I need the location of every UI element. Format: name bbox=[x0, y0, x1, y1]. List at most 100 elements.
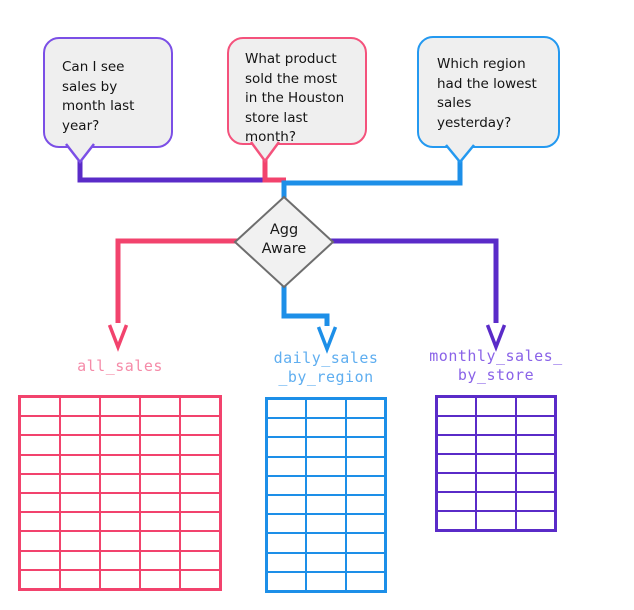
table-cell bbox=[21, 570, 59, 588]
table-all-sales bbox=[18, 395, 222, 591]
table-cell bbox=[101, 570, 139, 588]
table-cell bbox=[438, 398, 476, 415]
table-cell bbox=[181, 436, 219, 454]
table-cell bbox=[268, 438, 306, 456]
table-cell bbox=[268, 457, 306, 475]
table-cell bbox=[307, 495, 345, 514]
table-label-monthly-sales-by-store: monthly_sales_ by_store bbox=[429, 347, 563, 384]
table-cell bbox=[21, 551, 59, 569]
table-cell bbox=[438, 474, 476, 491]
arrowhead-down-pink-icon bbox=[107, 324, 129, 352]
table-cell bbox=[307, 476, 345, 494]
table-cell bbox=[61, 436, 99, 454]
branch-pink bbox=[115, 238, 240, 323]
table-cell bbox=[61, 474, 99, 492]
table-cell bbox=[516, 512, 554, 529]
table-cell bbox=[21, 398, 59, 416]
table-cell bbox=[307, 438, 345, 456]
table-cell bbox=[516, 493, 554, 510]
table-cell bbox=[346, 476, 384, 494]
table-cell bbox=[141, 417, 179, 435]
table-cell bbox=[21, 436, 59, 454]
table-cell bbox=[268, 553, 306, 571]
table-cell bbox=[516, 455, 554, 472]
table-cell bbox=[21, 513, 59, 531]
table-cell bbox=[61, 570, 99, 588]
table-cell bbox=[346, 457, 384, 475]
table-cell bbox=[268, 476, 306, 494]
table-cell bbox=[141, 513, 179, 531]
table-cell bbox=[181, 417, 219, 435]
table-cell bbox=[21, 455, 59, 473]
table-cell bbox=[101, 455, 139, 473]
table-cell bbox=[307, 553, 345, 571]
table-cell bbox=[101, 551, 139, 569]
table-cell bbox=[346, 400, 384, 418]
table-cell bbox=[477, 436, 515, 453]
table-cell bbox=[101, 513, 139, 531]
table-cell bbox=[438, 493, 476, 510]
table-cell bbox=[438, 455, 476, 472]
table-cell bbox=[61, 551, 99, 569]
table-cell bbox=[101, 532, 139, 550]
speech-bubble-question-2: What product sold the most in the Housto… bbox=[227, 37, 367, 145]
connector-blue bbox=[281, 156, 463, 199]
table-cell bbox=[268, 572, 306, 590]
arrowhead-down-blue-icon bbox=[316, 326, 338, 354]
table-cell bbox=[141, 532, 179, 550]
table-cell bbox=[438, 436, 476, 453]
table-cell bbox=[101, 417, 139, 435]
speech-bubble-question-3: Which region had the lowest sales yester… bbox=[417, 36, 560, 148]
table-cell bbox=[141, 551, 179, 569]
table-cell bbox=[21, 474, 59, 492]
table-cell bbox=[268, 400, 306, 418]
table-monthly-sales-by-store bbox=[435, 395, 557, 532]
table-cell bbox=[346, 419, 384, 437]
table-cell bbox=[181, 398, 219, 416]
table-cell bbox=[181, 513, 219, 531]
table-cell bbox=[101, 398, 139, 416]
table-cell bbox=[477, 455, 515, 472]
table-cell bbox=[141, 398, 179, 416]
table-cell bbox=[61, 532, 99, 550]
table-cell bbox=[346, 438, 384, 456]
table-cell bbox=[307, 515, 345, 533]
table-cell bbox=[21, 493, 59, 512]
arrowhead-down-purple-icon bbox=[485, 324, 507, 352]
table-cell bbox=[21, 417, 59, 435]
table-cell bbox=[181, 493, 219, 512]
table-cell bbox=[141, 436, 179, 454]
table-cell bbox=[307, 400, 345, 418]
table-cell bbox=[346, 534, 384, 552]
table-cell bbox=[101, 474, 139, 492]
table-cell bbox=[268, 515, 306, 533]
table-cell bbox=[346, 553, 384, 571]
table-cell bbox=[268, 534, 306, 552]
table-cell bbox=[21, 532, 59, 550]
table-cell bbox=[477, 398, 515, 415]
table-cell bbox=[307, 572, 345, 590]
table-cell bbox=[516, 417, 554, 434]
connector-pink bbox=[262, 156, 286, 183]
branch-purple bbox=[328, 238, 499, 323]
table-cell bbox=[346, 495, 384, 514]
table-cell bbox=[307, 534, 345, 552]
table-cell bbox=[181, 570, 219, 588]
table-cell bbox=[438, 417, 476, 434]
table-cell bbox=[477, 474, 515, 491]
table-label-daily-sales-by-region: daily_sales _by_region bbox=[273, 349, 379, 386]
table-cell bbox=[181, 455, 219, 473]
connector-purple bbox=[77, 156, 286, 183]
table-cell bbox=[61, 398, 99, 416]
table-cell bbox=[101, 493, 139, 512]
table-cell bbox=[141, 570, 179, 588]
table-cell bbox=[307, 419, 345, 437]
table-cell bbox=[477, 417, 515, 434]
table-cell bbox=[61, 513, 99, 531]
table-cell bbox=[141, 474, 179, 492]
table-cell bbox=[346, 572, 384, 590]
table-cell bbox=[61, 417, 99, 435]
speech-bubble-question-1: Can I see sales by month last year? bbox=[43, 37, 173, 148]
table-cell bbox=[268, 419, 306, 437]
